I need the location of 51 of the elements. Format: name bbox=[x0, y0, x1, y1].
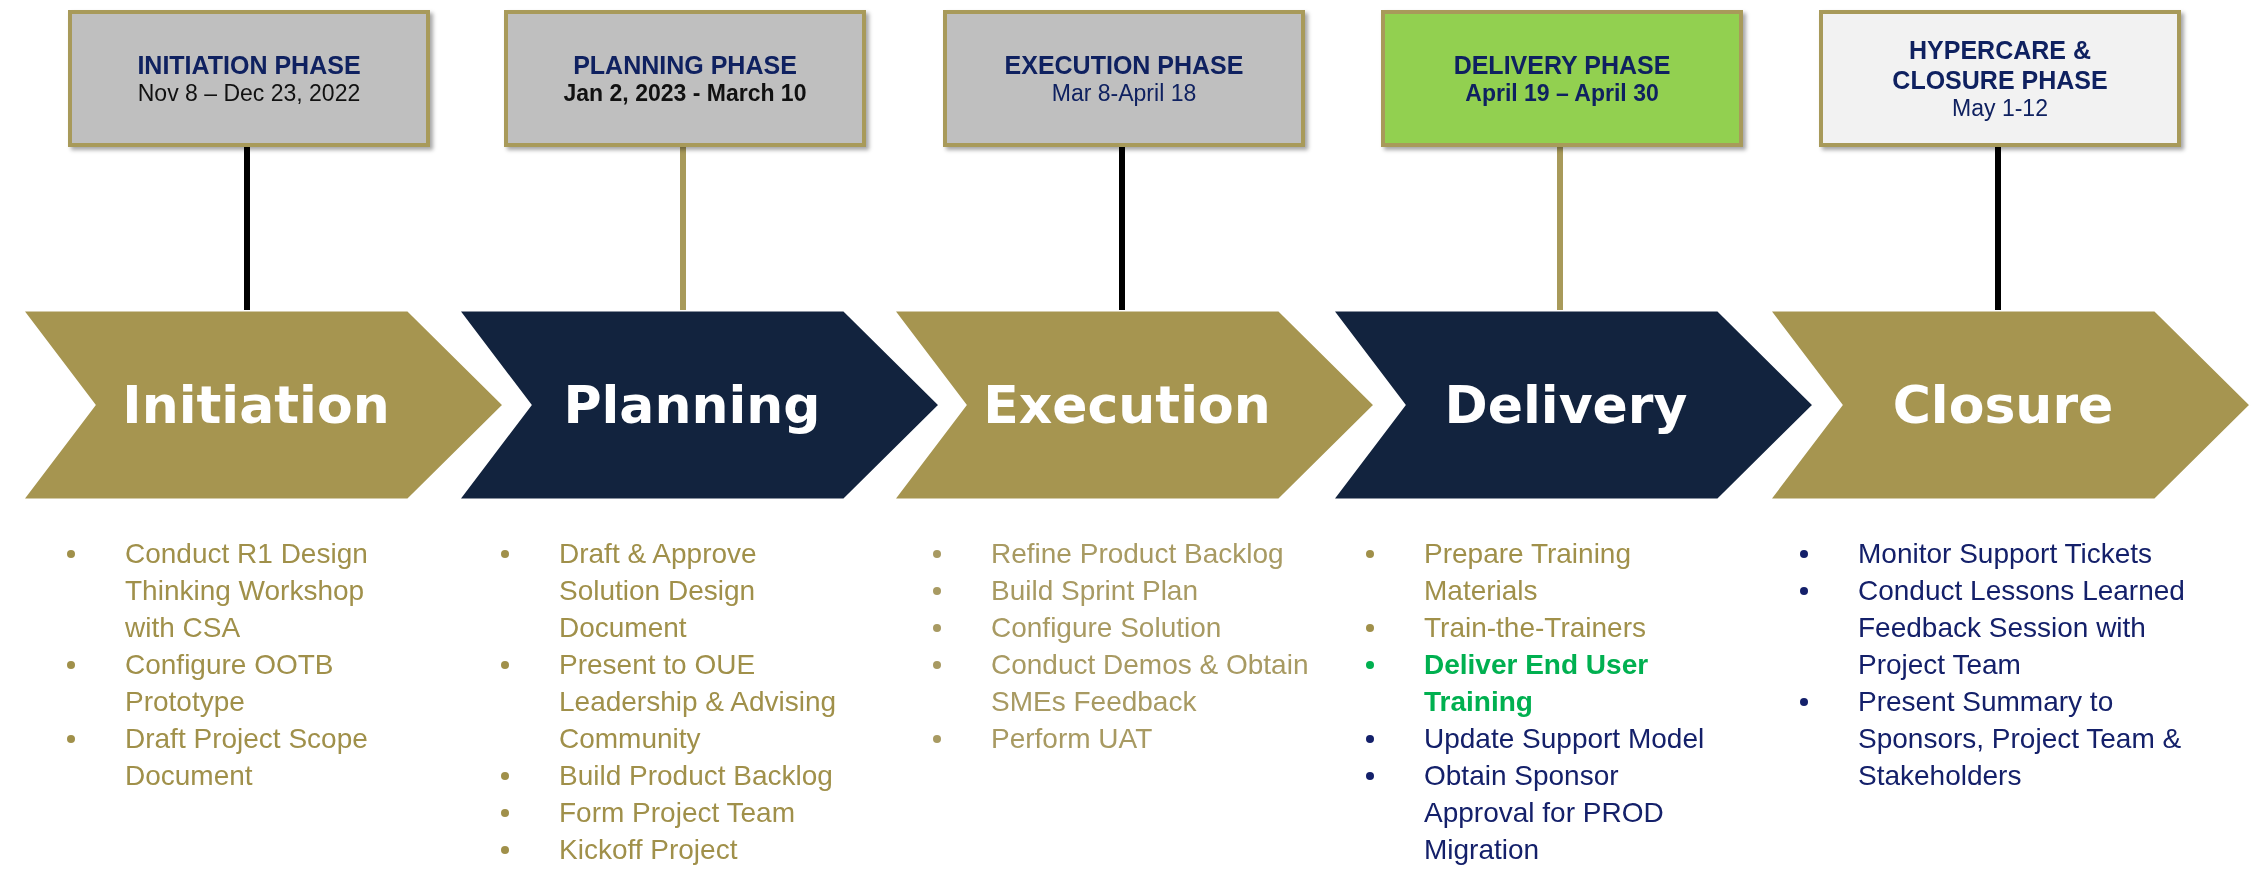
task-item: Present Summary to Sponsors, Project Team & Stakeholders bbox=[1858, 686, 2182, 791]
task-item: Conduct R1 Design Thinking Workshop with CSA bbox=[125, 538, 368, 643]
phase-name: Initiation bbox=[122, 375, 390, 435]
phase-dates: May 1-12 bbox=[1952, 94, 2048, 123]
phase-title: PLANNING PHASE bbox=[573, 49, 797, 80]
phase-dates: Mar 8-April 18 bbox=[1051, 79, 1197, 108]
task-item: Prepare Training Materials bbox=[1424, 538, 1631, 606]
task-item: Draft Project Scope Document bbox=[125, 723, 368, 791]
task-item: Obtain Sponsor Approval for PROD Migration bbox=[1424, 760, 1664, 865]
phase-name: Delivery bbox=[1444, 375, 1688, 435]
phase-banner bbox=[458, 310, 940, 500]
phase-banner bbox=[1769, 310, 2251, 500]
task-item: Train-the-Trainers bbox=[1424, 612, 1646, 643]
phase-title: HYPERCARE & CLOSURE PHASE bbox=[1891, 34, 2109, 95]
task-item: Kickoff Project bbox=[559, 834, 738, 865]
task-item: Build Product Backlog bbox=[559, 760, 833, 791]
phase-dates: April 19 – April 30 bbox=[1465, 79, 1659, 108]
task-item: Conduct Demos & Obtain SMEs Feedback bbox=[991, 649, 1309, 717]
phase-box bbox=[504, 10, 866, 147]
connector-line bbox=[1557, 147, 1563, 310]
task-item: Refine Product Backlog bbox=[991, 538, 1284, 569]
phase-box bbox=[68, 10, 430, 147]
phase-box bbox=[943, 10, 1305, 147]
phase-banner bbox=[893, 310, 1375, 500]
task-item: Present to OUE Leadership & Advising Community bbox=[559, 649, 837, 754]
phase-title: DELIVERY PHASE bbox=[1453, 49, 1671, 80]
phase-dates: Jan 2, 2023 - March 10 bbox=[563, 79, 807, 108]
task-item: Draft & Approve Solution Design Document bbox=[559, 538, 757, 643]
phase-title: INITIATION PHASE bbox=[137, 49, 361, 80]
task-item: Update Support Model bbox=[1424, 723, 1705, 754]
phase-banner bbox=[1332, 310, 1814, 500]
phase-box bbox=[1819, 10, 2181, 147]
task-item: Build Sprint Plan bbox=[991, 575, 1198, 606]
task-item: Conduct Lessons Learned Feedback Session with Project Team bbox=[1858, 575, 2185, 680]
phase-name: Closure bbox=[1892, 375, 2114, 435]
task-item: Deliver End User Training bbox=[1424, 649, 1649, 717]
task-item: Configure OOTB Prototype bbox=[125, 649, 334, 717]
connector-line bbox=[680, 147, 686, 310]
phase-box bbox=[1381, 10, 1743, 147]
task-item: Configure Solution bbox=[991, 612, 1222, 643]
task-item: Perform UAT bbox=[991, 723, 1153, 754]
connector-line bbox=[1119, 147, 1125, 310]
phase-title: EXECUTION PHASE bbox=[1004, 49, 1244, 80]
phase-banner bbox=[22, 310, 504, 500]
phase-dates: Nov 8 – Dec 23, 2022 bbox=[137, 79, 361, 108]
connector-line bbox=[1995, 147, 2001, 310]
connector-line bbox=[244, 147, 250, 310]
task-item: Form Project Team bbox=[559, 797, 795, 828]
phase-name: Planning bbox=[563, 375, 821, 435]
phase-name: Execution bbox=[983, 375, 1271, 435]
task-item: Monitor Support Tickets bbox=[1858, 538, 2153, 569]
